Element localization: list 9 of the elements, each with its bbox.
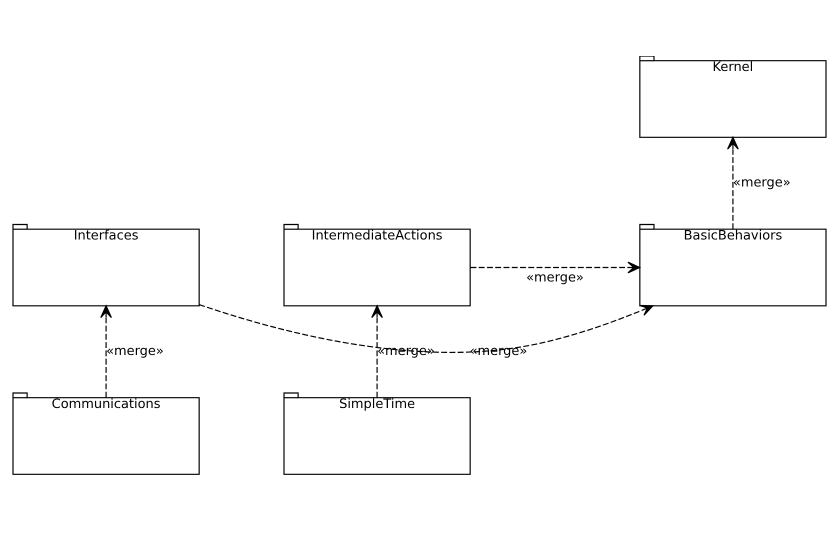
edge-label: «merge» [732, 176, 791, 191]
edge-label: «merge» [470, 344, 528, 360]
arrow [371, 305, 383, 398]
edge-label: «merge» [106, 344, 164, 360]
arrow [100, 305, 112, 398]
arrow [199, 304, 654, 353]
arrow [727, 136, 739, 230]
arrow [470, 262, 640, 274]
edge-label: «merge» [526, 270, 584, 286]
